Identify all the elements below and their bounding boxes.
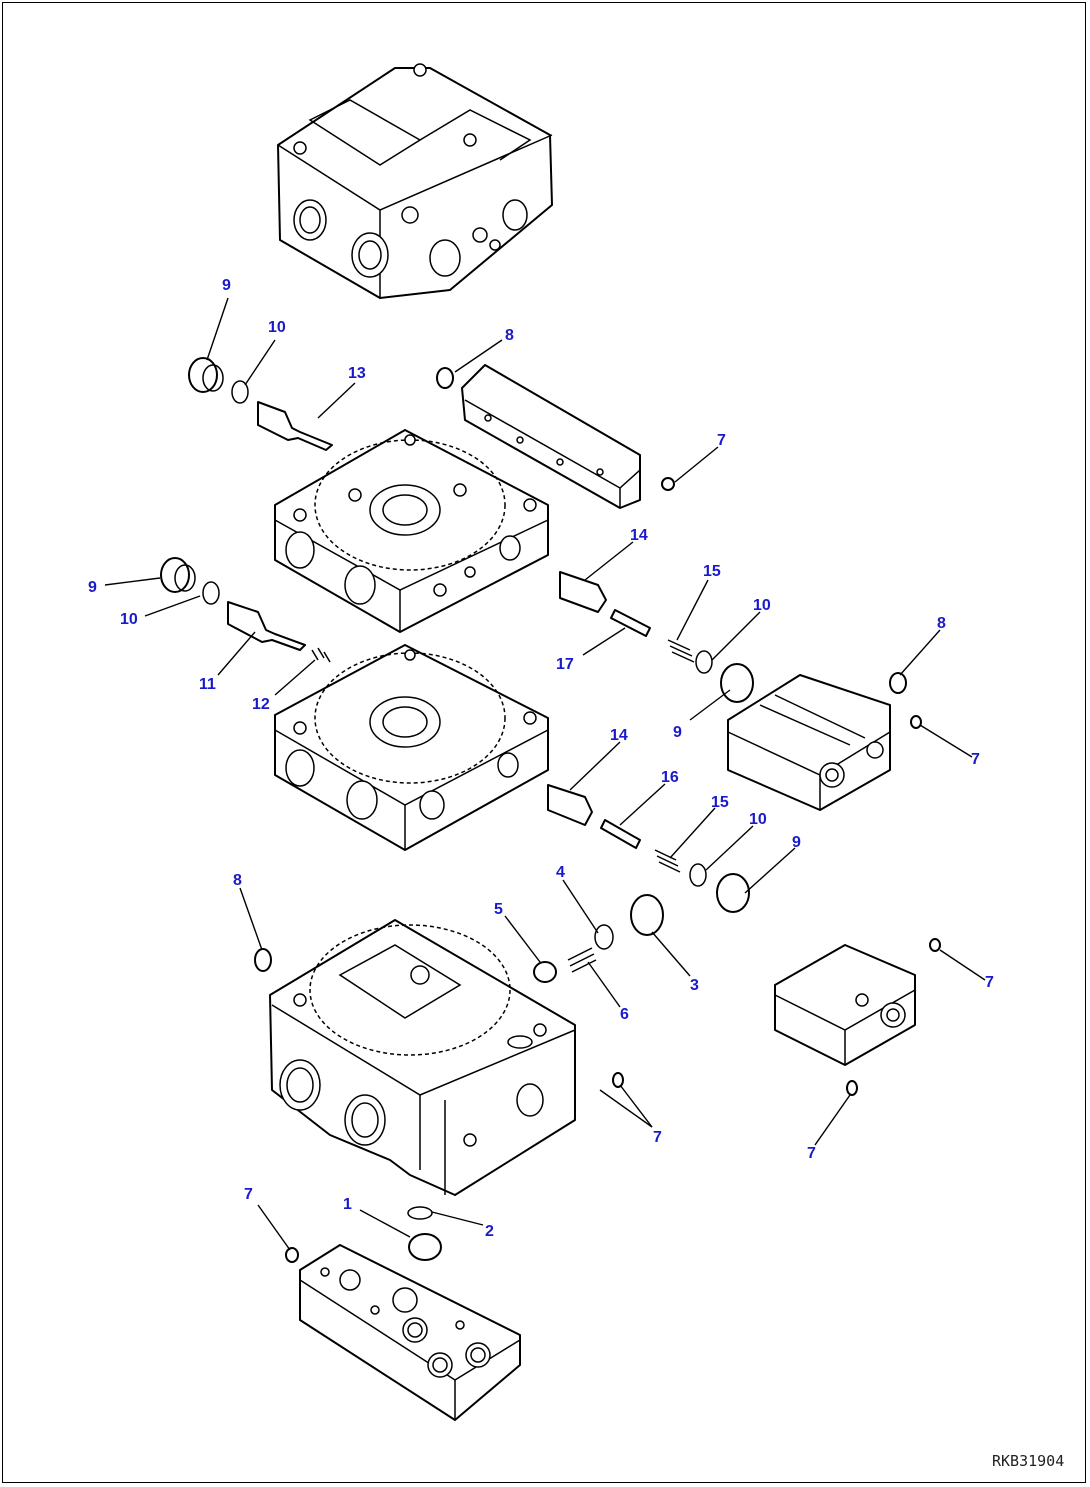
callout-7: 7 [985,974,994,991]
callout-7: 7 [244,1186,253,1203]
check-valve-upper [559,571,754,703]
callout-10: 10 [749,811,767,828]
callout-3: 3 [690,977,699,994]
top-cover-block [277,63,553,299]
callout-15: 15 [703,563,721,580]
callout-9: 9 [222,277,231,294]
cover-plate-8 [436,364,641,509]
callout-2: 2 [485,1223,494,1240]
callout-4: 4 [556,864,565,881]
leader-lines [104,297,986,1251]
callout-9: 9 [673,724,682,741]
spool-11-assembly [160,557,331,663]
callout-9: 9 [88,579,97,596]
callout-labels: 9 10 13 8 7 14 15 10 9 10 17 11 12 8 9 7… [88,277,994,1240]
callout-16: 16 [661,769,679,786]
small-valve-block [774,944,916,1066]
callout-17: 17 [556,656,574,673]
callout-8: 8 [233,872,242,889]
callout-13: 13 [348,365,366,382]
drawing-reference-number: RKB31904 [992,1452,1064,1470]
callout-8: 8 [505,327,514,344]
small-fasteners [254,477,941,1263]
relief-valve-block [727,674,891,811]
callout-10: 10 [268,319,286,336]
callout-15: 15 [711,794,729,811]
callout-11: 11 [199,676,216,693]
callout-7: 7 [807,1145,816,1162]
callout-10: 10 [120,611,138,628]
callout-5: 5 [494,901,503,918]
callout-12: 12 [252,696,270,713]
callout-7: 7 [971,751,980,768]
bottom-plate [299,1244,521,1421]
callout-6: 6 [620,1006,629,1023]
relief-plug-assembly [533,894,664,983]
callout-7: 7 [653,1129,662,1146]
callout-14: 14 [610,727,628,744]
section-block-lower [274,644,549,851]
main-body-block [269,919,576,1196]
callout-14: 14 [630,527,648,544]
callout-8: 8 [937,615,946,632]
callout-9: 9 [792,834,801,851]
section-block-upper [274,429,549,633]
callout-1: 1 [343,1196,352,1213]
callout-10: 10 [753,597,771,614]
spool-13-assembly [188,357,333,451]
callout-7: 7 [717,432,726,449]
check-valve-lower [547,784,750,913]
